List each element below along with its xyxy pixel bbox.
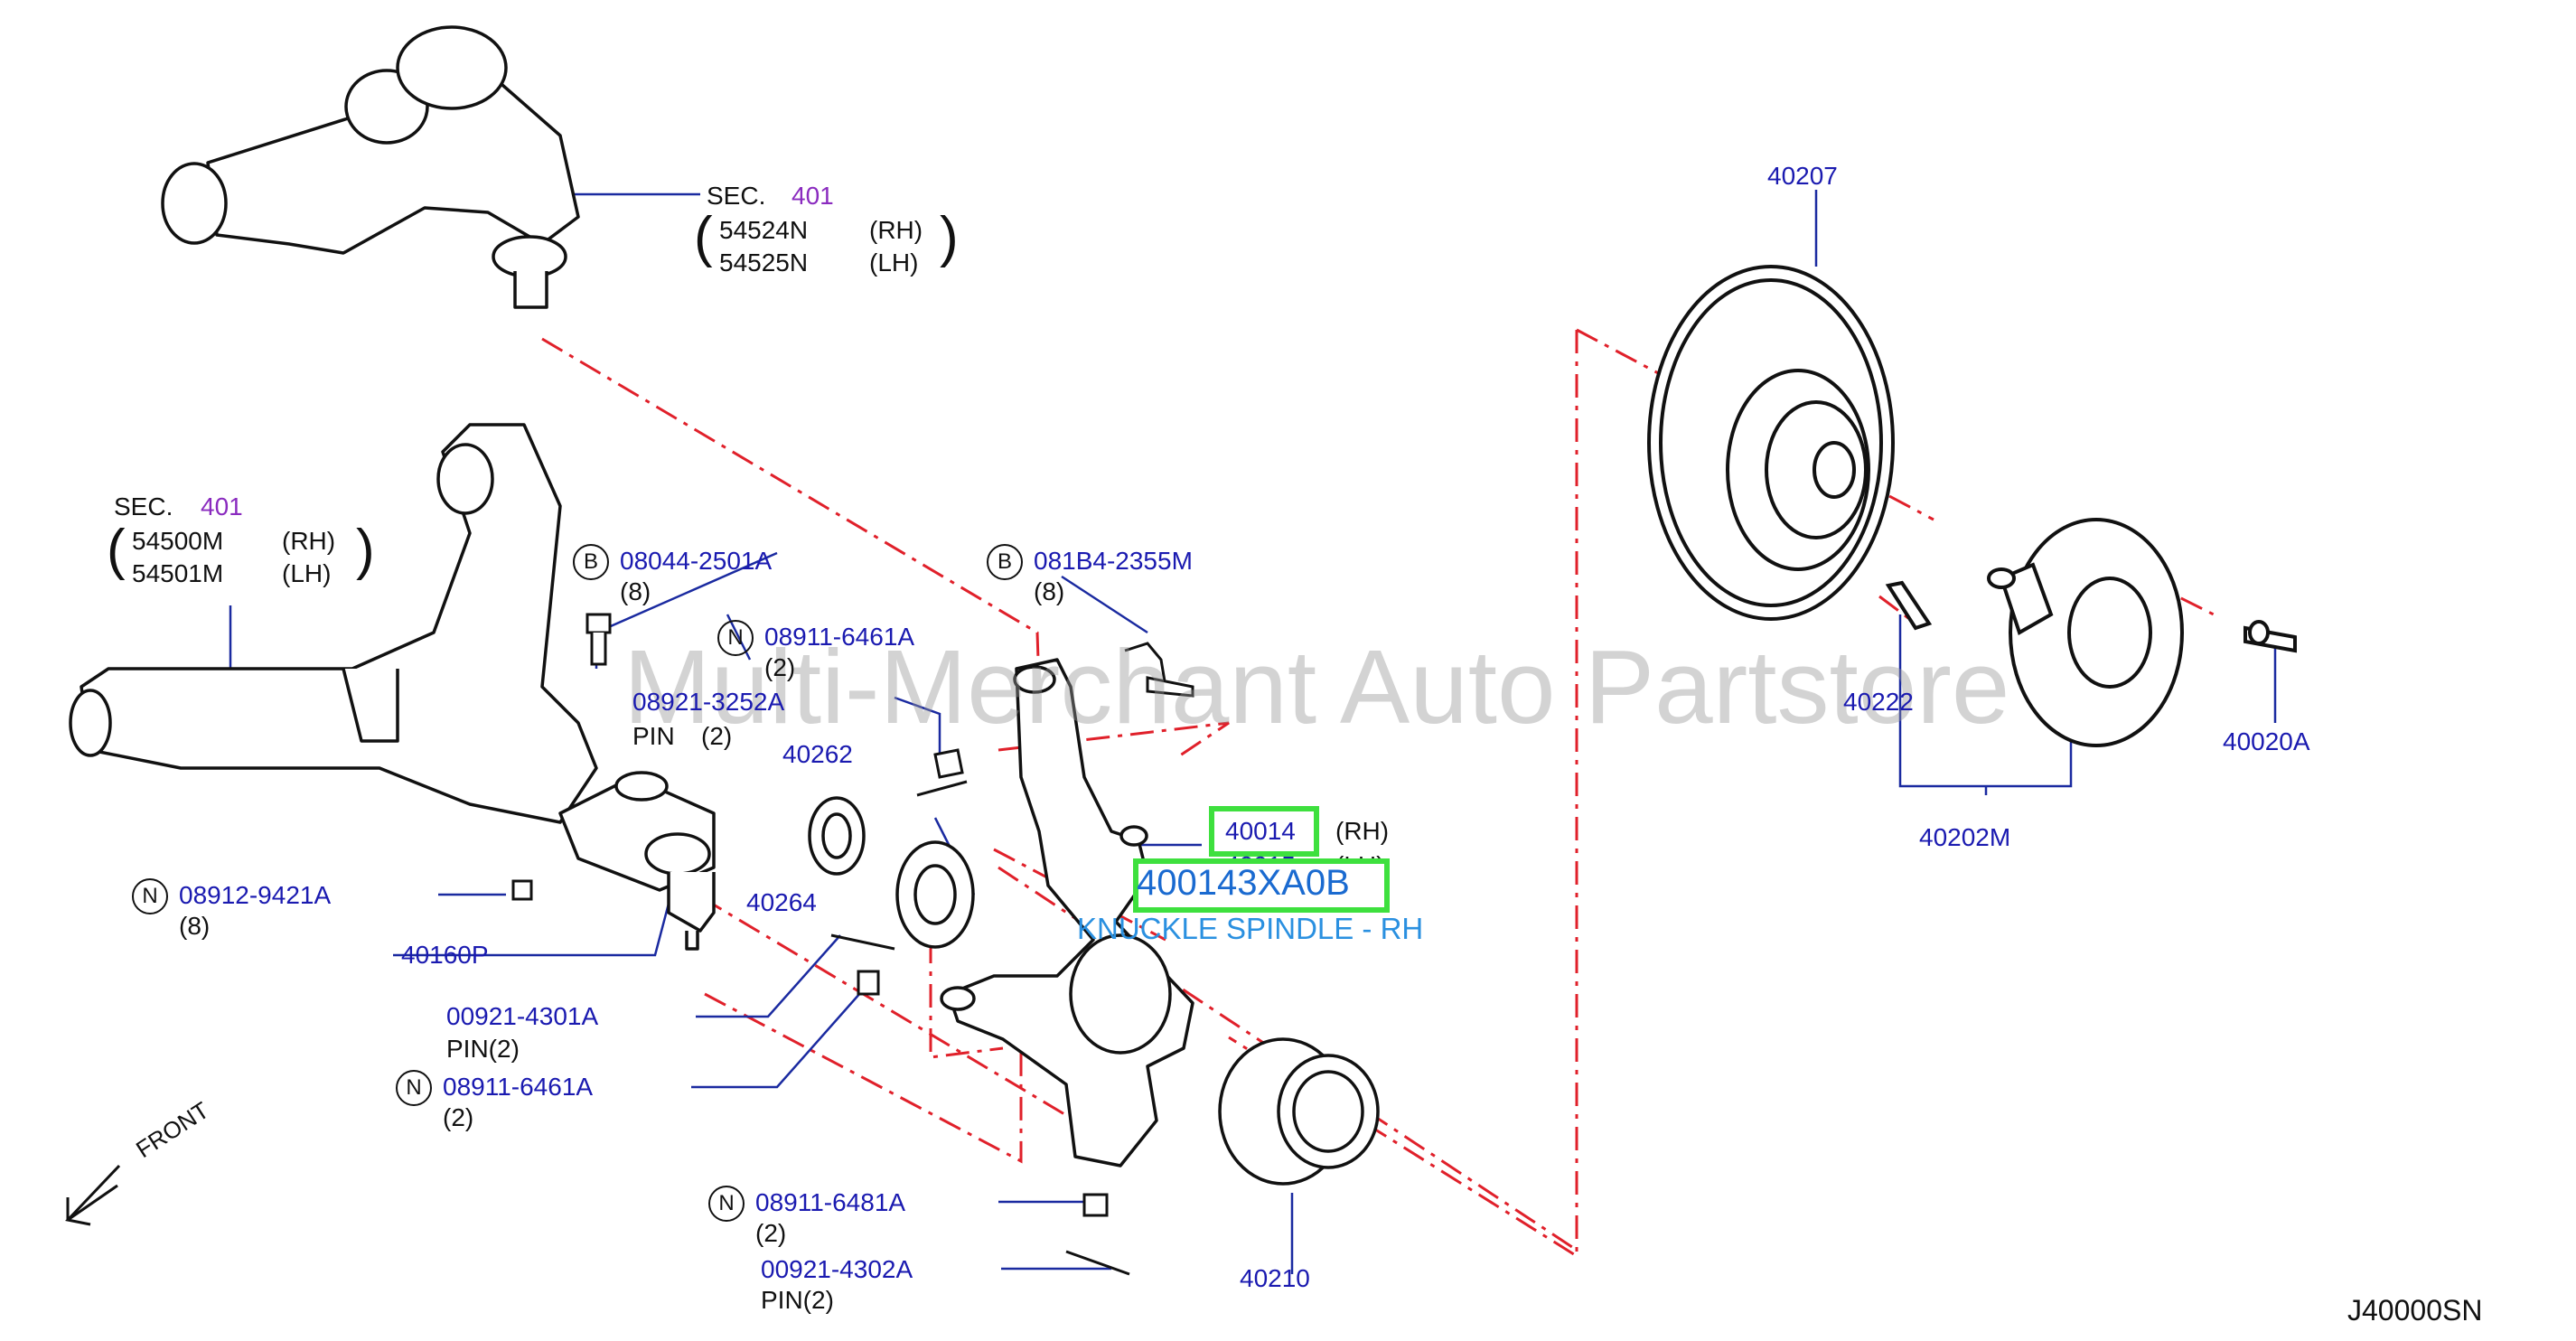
steering-knuckle <box>940 658 1194 1168</box>
part-08044-2501A-qty: (8) <box>620 577 651 605</box>
upper-arm-sec-label: SEC. <box>707 182 766 210</box>
lower-arm-sec-number[interactable]: 401 <box>201 492 243 520</box>
part-08044-2501A[interactable]: 08044-2501A <box>620 547 773 575</box>
part-40202M[interactable]: 40202M <box>1919 823 2011 851</box>
part-40207[interactable]: 40207 <box>1767 162 1838 190</box>
upper-arm-part-rh[interactable]: 54524N <box>719 216 809 244</box>
wheel-hub <box>1885 518 2297 747</box>
part-40262[interactable]: 40262 <box>782 740 853 768</box>
new-part-number[interactable]: 400143XA0B <box>1137 863 1350 903</box>
nut-marker-n-3: N <box>396 1070 432 1106</box>
lower-control-arm <box>69 423 598 824</box>
part-08912-9421A[interactable]: 08912-9421A <box>179 881 332 909</box>
nut-marker-n-4: N <box>708 1186 745 1222</box>
bolt-marker-b: B <box>573 544 609 580</box>
upper-control-arm <box>161 25 580 309</box>
highlight-box-40014 <box>1209 806 1319 857</box>
upper-arm-left-bracket: ( <box>694 206 713 268</box>
part-40014[interactable]: 40014 <box>1225 817 1296 845</box>
part-081B4-2355M[interactable]: 081B4-2355M <box>1034 547 1193 575</box>
nut-marker-n-2: N <box>132 878 168 914</box>
part-08921-3252A-desc: PIN <box>632 722 675 750</box>
part-00921-4301A[interactable]: 00921-4301A <box>446 1002 599 1030</box>
lower-arm-left-bracket: ( <box>107 519 126 581</box>
washer-and-seal <box>808 796 975 949</box>
part-08911-6461A[interactable]: 08911-6461A <box>764 623 915 651</box>
part-00921-4301A-desc: PIN(2) <box>446 1035 520 1063</box>
part-08911-6481A[interactable]: 08911-6481A <box>755 1188 906 1216</box>
upper-arm-part-lh[interactable]: 54525N <box>719 249 809 277</box>
small-fasteners <box>511 613 1194 1276</box>
part-08921-3252A[interactable]: 08921-3252A <box>632 688 785 716</box>
part-08911-6461A-lower[interactable]: 08911-6461A <box>443 1073 594 1101</box>
part-08911-6461A-lower-qty: (2) <box>443 1103 474 1131</box>
lower-arm-part-lh[interactable]: 54501M <box>132 559 224 587</box>
bolt-marker-b-2: B <box>987 544 1023 580</box>
part-00921-4302A[interactable]: 00921-4302A <box>761 1255 913 1283</box>
nut-marker-n: N <box>717 620 754 656</box>
part-40264[interactable]: 40264 <box>746 888 817 916</box>
upper-arm-right-bracket: ) <box>940 206 959 268</box>
part-40222[interactable]: 40222 <box>1843 688 1914 716</box>
upper-arm-side-lh: (LH) <box>869 249 919 277</box>
part-40160P[interactable]: 40160P <box>401 941 489 969</box>
part-08911-6481A-qty: (2) <box>755 1219 787 1247</box>
lower-arm-part-rh[interactable]: 54500M <box>132 527 224 555</box>
highlight-box-new-part <box>1133 858 1390 913</box>
part-40020A[interactable]: 40020A <box>2223 727 2310 755</box>
lower-arm-side-lh: (LH) <box>282 559 332 587</box>
new-part-description: KNUCKLE SPINDLE - RH <box>1077 912 1424 945</box>
upper-arm-sec-number[interactable]: 401 <box>792 182 834 210</box>
upper-arm-side-rh: (RH) <box>869 216 923 244</box>
lower-ball-joint <box>558 771 716 951</box>
brake-rotor <box>1647 265 1895 621</box>
part-00921-4302A-desc: PIN(2) <box>761 1286 834 1314</box>
part-081B4-2355M-qty: (8) <box>1034 577 1065 605</box>
hub-bearing <box>1218 1037 1380 1186</box>
part-40014-side: (RH) <box>1335 817 1390 845</box>
part-40210[interactable]: 40210 <box>1240 1264 1310 1292</box>
watermark: Multi-Merchant Auto Partstore <box>623 628 2010 746</box>
front-arrow-icon <box>65 1164 121 1226</box>
lower-arm-sec-label: SEC. <box>114 492 173 520</box>
part-08912-9421A-qty: (8) <box>179 912 211 940</box>
lower-arm-side-rh: (RH) <box>282 527 336 555</box>
lower-arm-right-bracket: ) <box>356 519 375 581</box>
part-08911-6461A-qty: (2) <box>764 653 796 681</box>
part-08921-3252A-qty: (2) <box>701 722 733 750</box>
diagram-code: J40000SN <box>2347 1294 2483 1327</box>
